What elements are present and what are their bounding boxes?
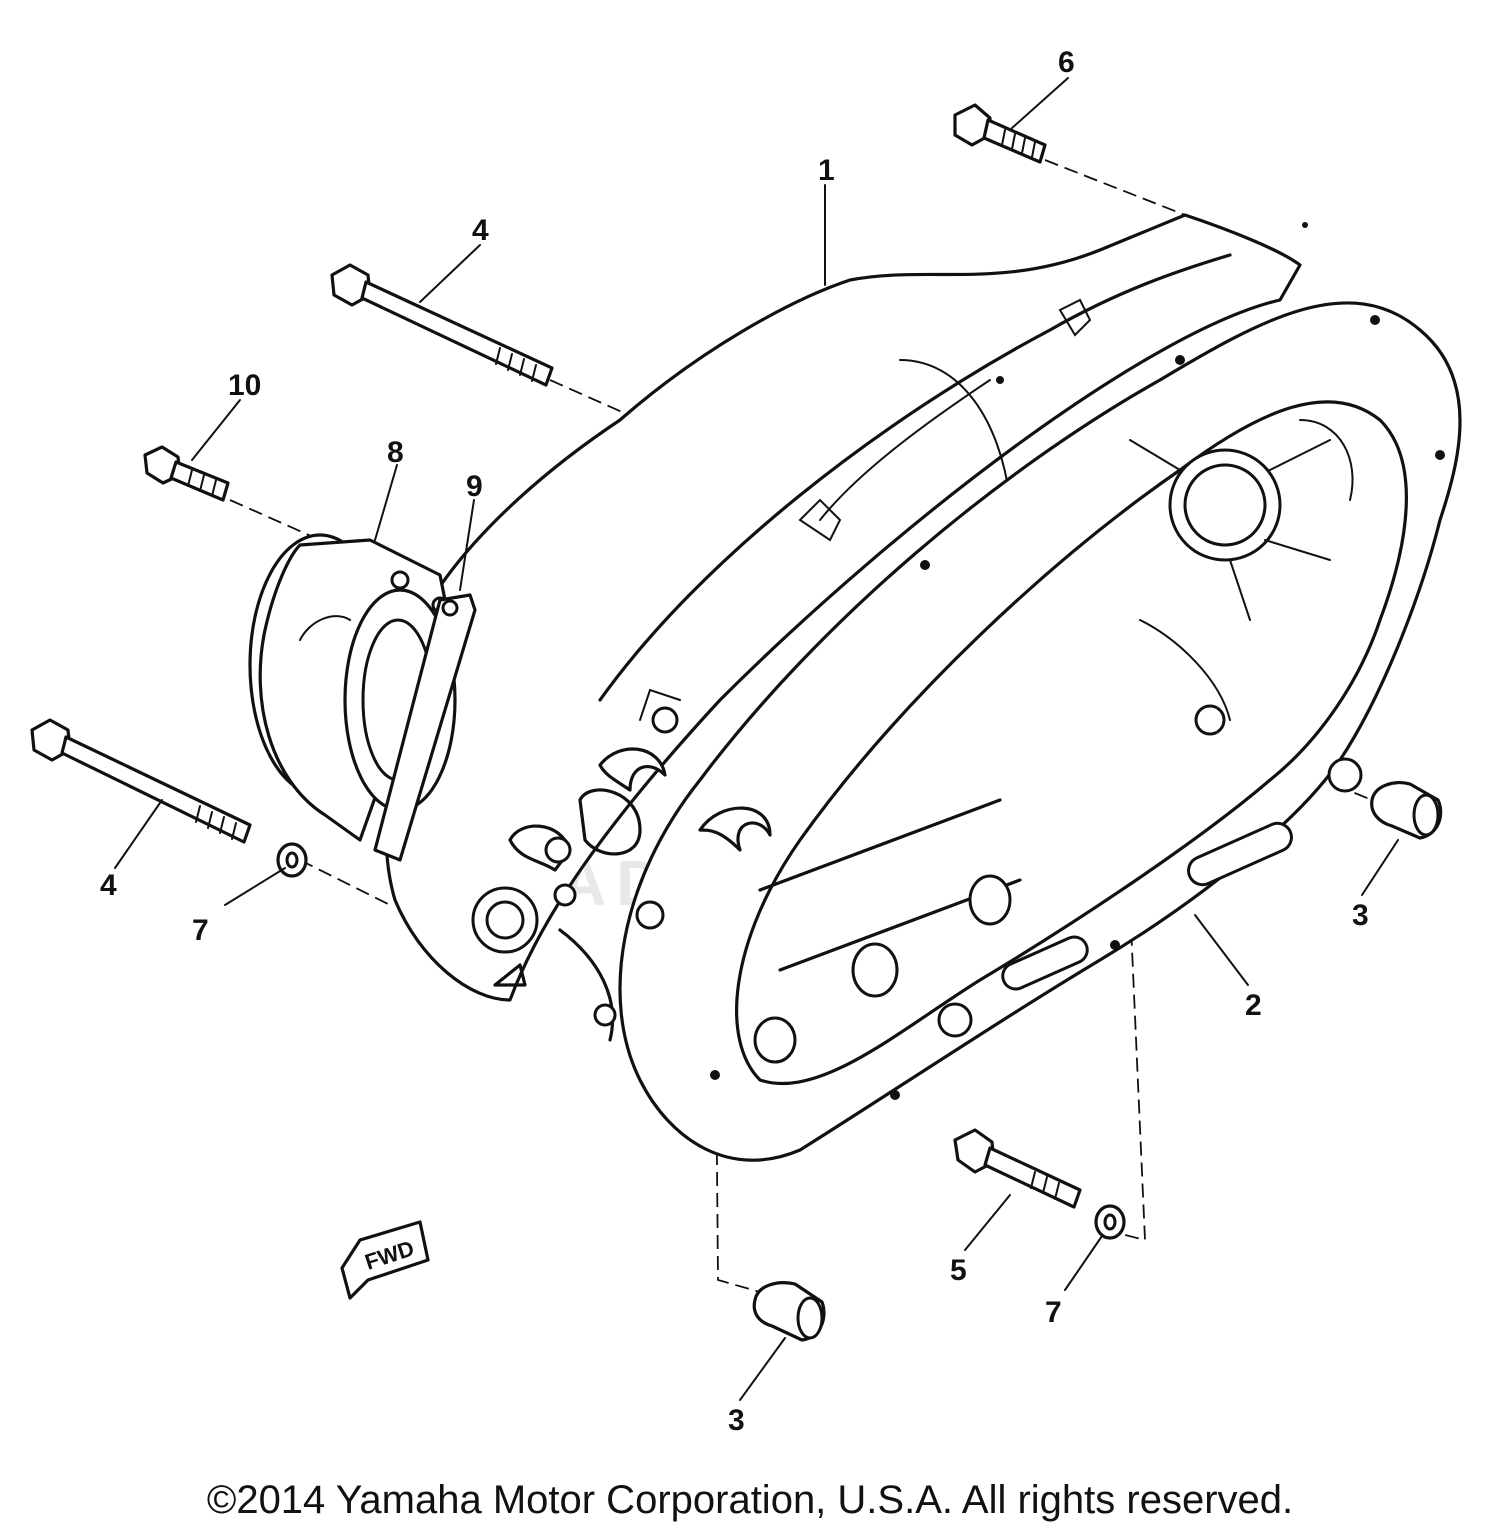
copyright-notice: ©2014 Yamaha Motor Corporation, U.S.A. A… [206,1478,1294,1522]
callout-4-lower: 4 [100,869,117,902]
dowel-pin-bottom [752,1281,826,1342]
callout-9: 9 [466,470,483,503]
callout-5: 5 [950,1254,967,1287]
case-interior [578,419,1354,1064]
long-bolt-upper [330,263,554,387]
callout-7-left: 7 [192,914,209,947]
bolt-6 [953,103,1047,164]
washer-left [276,842,308,878]
callout-2: 2 [1245,989,1262,1022]
callout-8: 8 [387,436,404,469]
seal-gasket [373,593,477,862]
bolt-5 [953,1128,1082,1209]
leader-lines [114,77,1399,1401]
dowel-pin-right [1370,781,1443,840]
callout-10: 10 [228,369,261,402]
bolt-10 [143,445,230,502]
callout-7-right: 7 [1045,1296,1062,1329]
callout-1: 1 [818,154,835,187]
callout-6: 6 [1058,46,1075,79]
callout-3-bottom: 3 [728,1404,745,1437]
callout-4-upper: 4 [472,214,489,247]
long-bolt-lower [30,718,252,844]
callouts: 6 1 4 10 8 9 4 7 3 2 5 7 3 [100,46,1369,1437]
callout-3-right: 3 [1352,899,1369,932]
washer-right [1094,1204,1126,1240]
fwd-arrow-icon: FWD [340,1220,430,1300]
